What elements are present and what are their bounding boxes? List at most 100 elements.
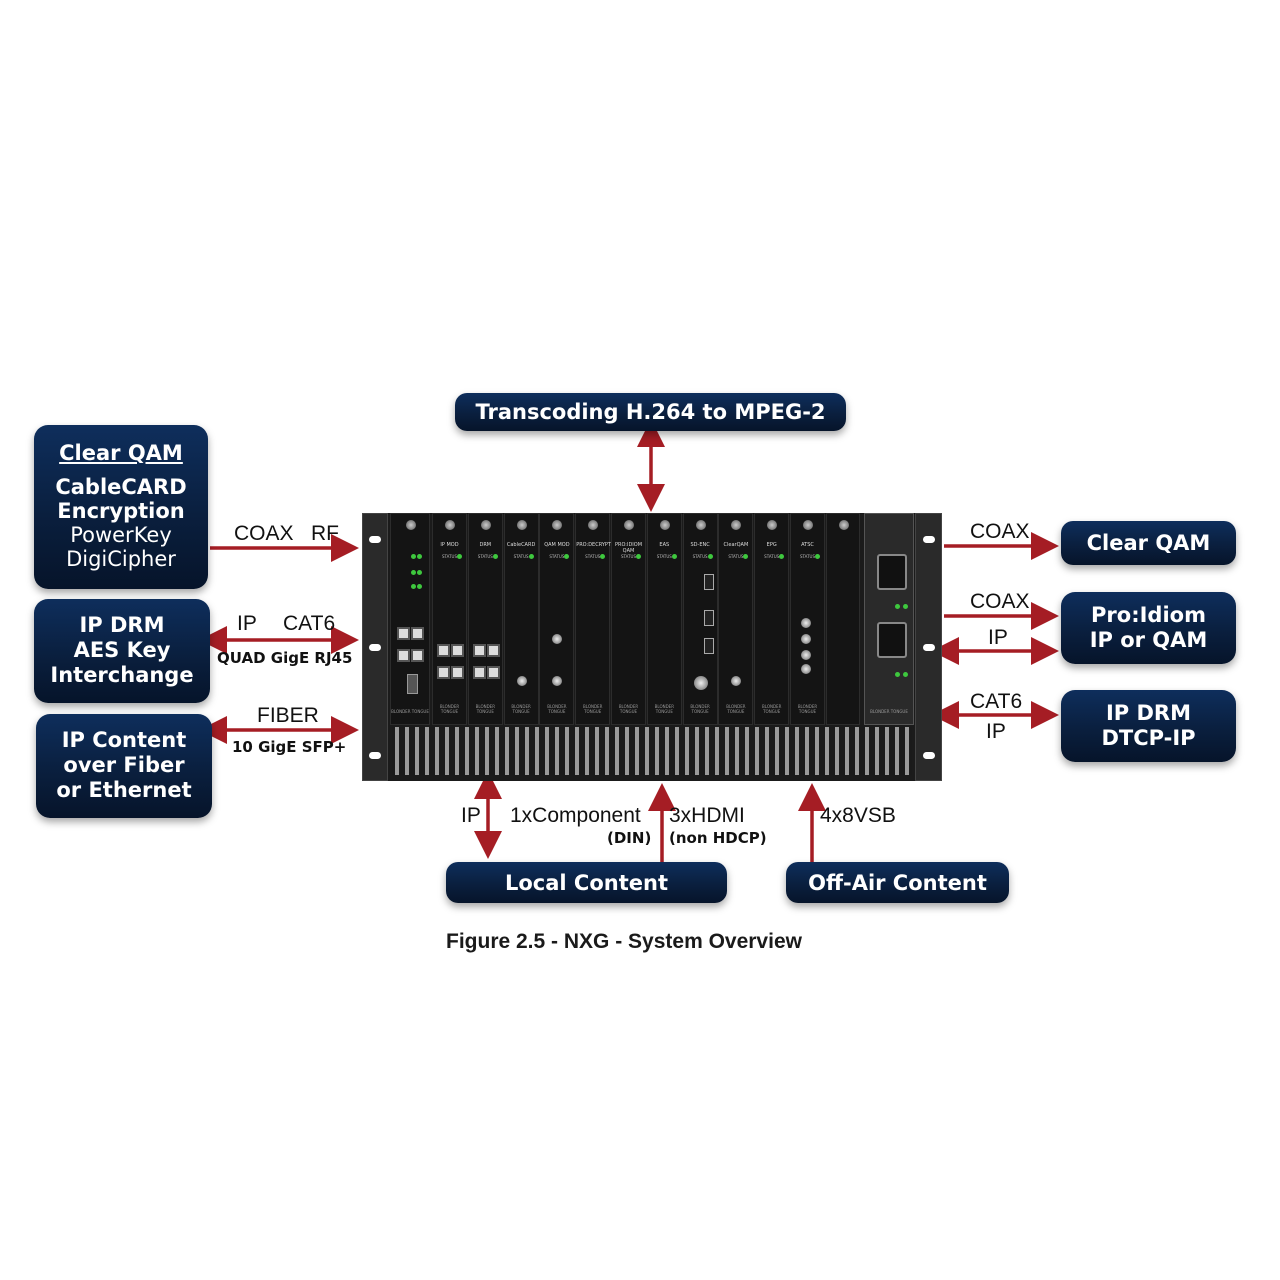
nxg-chassis: BLONDER TONGUE IP MOD STATUS BLONDER TONGU… bbox=[362, 513, 942, 781]
led bbox=[411, 570, 416, 575]
coax-connector bbox=[731, 676, 742, 686]
din-connector bbox=[693, 676, 708, 690]
screw bbox=[480, 520, 491, 530]
card-name: SD-ENC bbox=[690, 542, 710, 548]
card-name: DRM bbox=[479, 542, 492, 548]
card-name: EPG bbox=[766, 542, 777, 548]
coax-connector bbox=[516, 676, 527, 686]
card-status-label: STATUS bbox=[441, 554, 457, 559]
label-component: 1xComponent bbox=[510, 804, 641, 827]
led bbox=[895, 604, 900, 609]
rj45-port bbox=[411, 649, 424, 662]
label-10gige: 10 GigE SFP+ bbox=[232, 738, 347, 756]
power-inlet-1 bbox=[877, 554, 907, 590]
screw bbox=[588, 520, 599, 530]
left-ip-content-l1: IP Content bbox=[61, 728, 187, 752]
screw bbox=[445, 520, 455, 530]
right-pro-idiom-l1: Pro:Idiom bbox=[1091, 603, 1206, 627]
coax-connector bbox=[801, 650, 811, 660]
rack-ear-left bbox=[362, 513, 388, 781]
sfp-port bbox=[407, 674, 418, 694]
screw bbox=[695, 520, 706, 530]
led bbox=[411, 554, 416, 559]
coax-connector bbox=[552, 676, 563, 686]
right-ip-drm-box: IP DRM DTCP-IP bbox=[1061, 690, 1236, 762]
card-name: ClearQAM bbox=[723, 542, 749, 548]
card-status-label: STATUS bbox=[477, 554, 493, 559]
screw bbox=[552, 520, 563, 530]
status-led bbox=[528, 554, 534, 559]
power-supply: BLONDER TONGUE bbox=[864, 513, 914, 725]
status-led bbox=[492, 554, 498, 559]
rack-hole-left-3 bbox=[369, 752, 381, 759]
left-ip-drm-box: IP DRM AES Key Interchange bbox=[34, 599, 210, 703]
rack-hole-right-1 bbox=[923, 536, 935, 543]
hdmi-port bbox=[703, 610, 714, 626]
offair-content-label: Off-Air Content bbox=[808, 870, 987, 895]
hdmi-port bbox=[703, 638, 714, 654]
offair-content-box: Off-Air Content bbox=[786, 862, 1009, 903]
rj45-port bbox=[486, 644, 500, 657]
module-card: IP MOD STATUS BLONDER TONGUE bbox=[432, 513, 467, 725]
power-inlet-2 bbox=[877, 622, 907, 658]
rack-hole-left-1 bbox=[369, 536, 381, 543]
local-content-label: Local Content bbox=[505, 870, 668, 895]
coax-connector bbox=[801, 618, 811, 628]
card-mfr: BLONDER TONGUE bbox=[439, 704, 460, 714]
coax-connector bbox=[552, 634, 563, 644]
left-ip-drm-l2: AES Key bbox=[73, 638, 171, 662]
label-hdmi: 3xHDMI bbox=[669, 804, 745, 827]
label-quad-gige: QUAD GigE RJ45 bbox=[217, 649, 353, 667]
status-led bbox=[779, 554, 785, 559]
label-rf: RF bbox=[311, 522, 339, 545]
card-status-label: STATUS bbox=[585, 554, 601, 559]
label-coax-right2: COAX bbox=[970, 590, 1030, 613]
card-status-label: STATUS bbox=[549, 554, 565, 559]
right-clear-qam-box: Clear QAM bbox=[1061, 521, 1236, 565]
screw bbox=[838, 520, 849, 530]
label-non-hdcp: (non HDCP) bbox=[669, 829, 767, 847]
left-ip-content-l2: over Fiber bbox=[63, 753, 185, 777]
card-status-label: STATUS bbox=[513, 554, 529, 559]
card-status-label: STATUS bbox=[692, 554, 708, 559]
label-vsb: 4x8VSB bbox=[820, 804, 896, 827]
right-pro-idiom-l2: IP or QAM bbox=[1089, 628, 1208, 652]
rj45-port bbox=[397, 627, 410, 640]
card-name: PRO:DECRYPT bbox=[576, 542, 611, 548]
card-mfr: BLONDER TONGUE bbox=[762, 704, 782, 714]
led bbox=[417, 584, 422, 589]
label-ip-bottom: IP bbox=[461, 804, 481, 827]
card-mfr: BLONDER TONGUE bbox=[391, 709, 429, 714]
card-status-label: STATUS bbox=[656, 554, 672, 559]
status-led bbox=[636, 554, 641, 559]
rj45-port bbox=[437, 644, 450, 657]
left-ip-content-l3: or Ethernet bbox=[56, 778, 192, 802]
label-din: (DIN) bbox=[607, 829, 652, 847]
screw bbox=[406, 520, 416, 530]
left-ip-content-box: IP Content over Fiber or Ethernet bbox=[36, 714, 212, 818]
screw bbox=[516, 520, 527, 530]
card-mfr: BLONDER TONGUE bbox=[618, 704, 639, 714]
rack-hole-left-2 bbox=[369, 644, 381, 651]
led bbox=[411, 584, 416, 589]
rj45-port bbox=[411, 627, 424, 640]
right-ip-drm-l2: DTCP-IP bbox=[1101, 726, 1196, 750]
status-led bbox=[600, 554, 606, 559]
card-name: IP MOD bbox=[440, 542, 459, 548]
psu-mfr: BLONDER TONGUE bbox=[870, 709, 908, 714]
status-led bbox=[743, 554, 749, 559]
label-ip-right3: IP bbox=[986, 720, 1006, 743]
card-name: QAM MOD bbox=[544, 542, 570, 548]
local-content-box: Local Content bbox=[446, 862, 727, 903]
left-ip-drm-l1: IP DRM bbox=[79, 613, 165, 637]
status-led bbox=[707, 554, 713, 559]
led bbox=[895, 672, 900, 677]
right-ip-drm-l1: IP DRM bbox=[1105, 701, 1191, 725]
left-clear-qam-box: Clear QAM CableCARD Encryption PowerKey … bbox=[34, 425, 208, 589]
card-mfr: BLONDER TONGUE bbox=[475, 704, 495, 714]
status-led bbox=[671, 554, 677, 559]
